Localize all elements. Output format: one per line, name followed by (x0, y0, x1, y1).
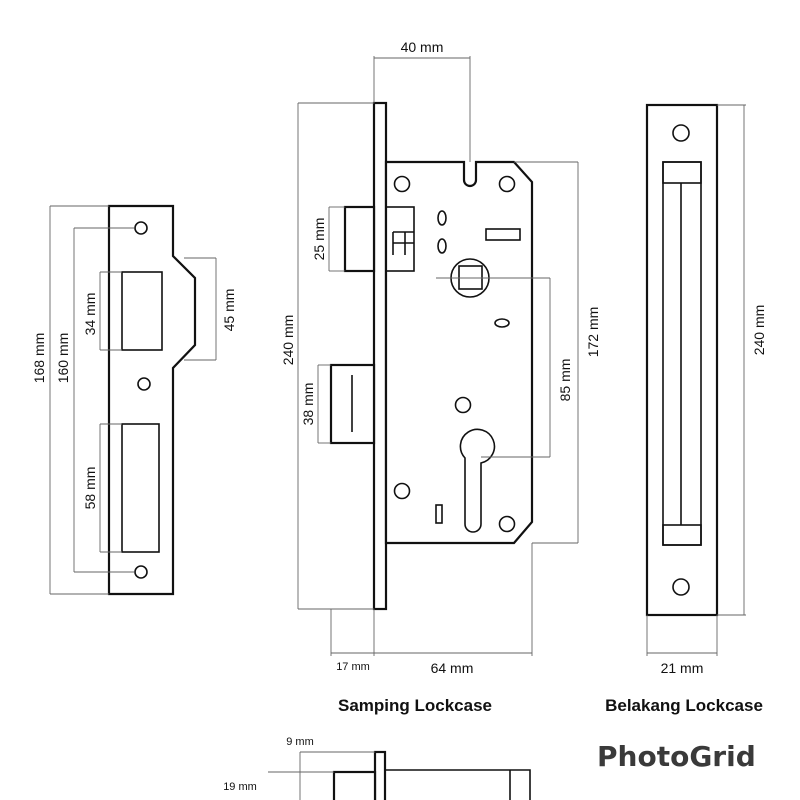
bottom-latch-label: 19 mm (223, 781, 257, 793)
strike-lip-label: 45 mm (221, 289, 237, 332)
lockcase-backset-label: 64 mm (431, 660, 474, 676)
lockcase-faceplate-height-label: 240 mm (280, 315, 296, 366)
lockcase-body-height-label: 172 mm (585, 307, 601, 358)
back-width-label: 21 mm (661, 660, 704, 676)
strike-plate (107, 204, 197, 596)
strike-lower-slot-label: 58 mm (82, 467, 98, 510)
lockcase-latch-label: 25 mm (311, 218, 327, 261)
back-dimension-lines (646, 104, 746, 656)
back-height-label: 240 mm (751, 305, 767, 356)
lockcase-width-label: 40 mm (401, 39, 444, 55)
strike-total-label: 168 mm (31, 333, 47, 384)
lockcase-bottom-view (268, 750, 531, 800)
strike-dimension-lines (49, 205, 217, 595)
side-lockcase-caption: Samping Lockcase (338, 696, 492, 715)
lockcase-faceplate-depth-label: 17 mm (336, 661, 370, 673)
lockcase-side (329, 101, 534, 611)
lockcase-deadbolt-label: 38 mm (300, 383, 316, 426)
bottom-small-label: 9 mm (286, 736, 314, 748)
lockcase-center-distance-label: 85 mm (557, 359, 573, 402)
photogrid-watermark: PhotoGrid (597, 740, 756, 773)
strike-inner-label: 160 mm (55, 333, 71, 384)
lockcase-back (645, 103, 719, 617)
back-lockcase-caption: Belakang Lockcase (605, 696, 763, 715)
lockcase-dimension-lines (297, 56, 579, 656)
strike-upper-slot-label: 34 mm (82, 293, 98, 336)
